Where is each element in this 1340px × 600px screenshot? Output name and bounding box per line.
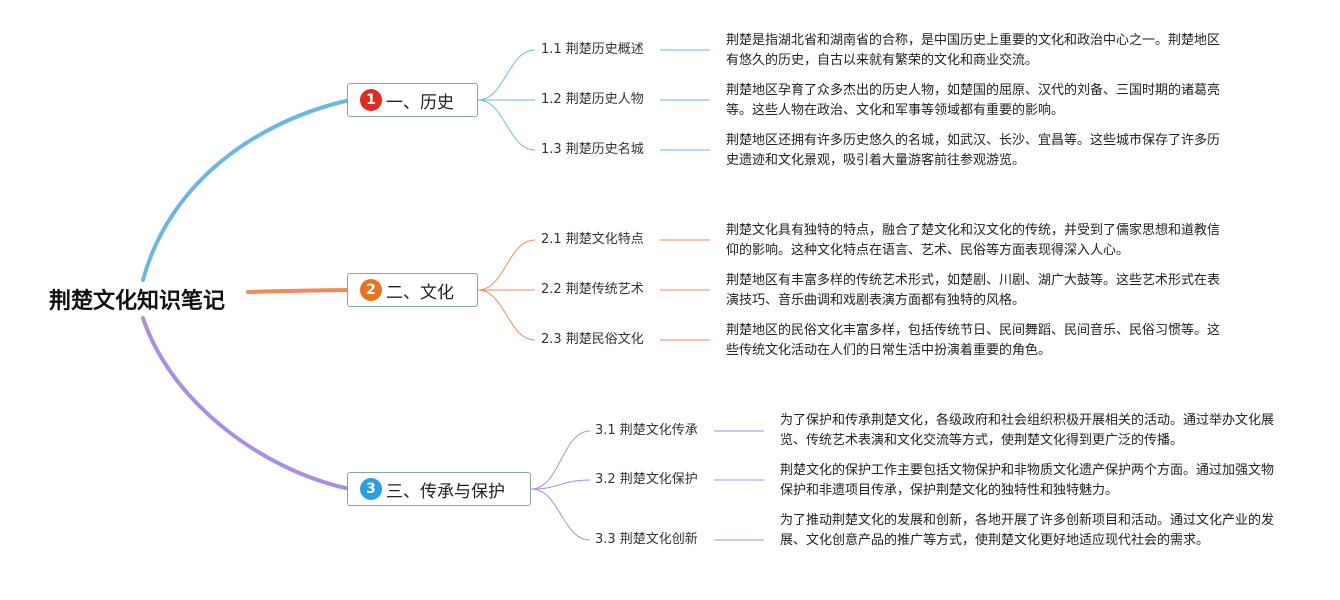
subtopic-1-1[interactable]: 1.1 荆楚历史概述 xyxy=(541,42,644,57)
branch-history[interactable]: 1 一、历史 xyxy=(347,83,478,117)
branch-1-to-topic-3-line xyxy=(477,99,536,151)
branch-2-to-topic-1-line xyxy=(477,239,536,291)
note-1-3[interactable]: 荆楚地区还拥有许多历史悠久的名城，如武汉、长沙、宜昌等。这些城市保存了许多历史遗… xyxy=(726,133,1221,168)
number-badge-1: 1 xyxy=(360,89,382,111)
branch-3-to-topic-2-line xyxy=(530,479,591,490)
root-to-branch-3-line xyxy=(141,316,352,491)
branch-culture[interactable]: 2 二、文化 xyxy=(347,273,478,307)
branch-label: 一、历史 xyxy=(386,92,454,113)
subtopic-1-3[interactable]: 1.3 荆楚历史名城 xyxy=(541,142,644,157)
subtopic-1-2[interactable]: 1.2 荆楚历史人物 xyxy=(541,92,644,107)
root-topic[interactable]: 荆楚文化知识笔记 xyxy=(48,289,225,314)
subtopic-3-3[interactable]: 3.3 荆楚文化创新 xyxy=(595,532,698,547)
branch-2-to-topic-3-line xyxy=(477,289,536,341)
subtopic-3-1[interactable]: 3.1 荆楚文化传承 xyxy=(595,423,698,438)
note-3-1[interactable]: 为了保护和传承荆楚文化，各级政府和社会组织积极开展相关的活动。通过举办文化展览、… xyxy=(780,413,1275,448)
branch-1-to-topic-1-line xyxy=(477,49,536,101)
root-to-branch-1-line xyxy=(141,98,352,282)
branch-3-to-topic-3-line xyxy=(530,488,591,541)
note-2-3[interactable]: 荆楚地区的民俗文化丰富多样，包括传统节日、民间舞蹈、民间音乐、民俗习惯等。这些传… xyxy=(726,323,1221,358)
number-badge-2: 2 xyxy=(360,279,382,301)
subtopic-2-1[interactable]: 2.1 荆楚文化特点 xyxy=(541,232,644,247)
note-1-1[interactable]: 荆楚是指湖北省和湖南省的合称，是中国历史上重要的文化和政治中心之一。荆楚地区有悠… xyxy=(726,33,1221,68)
subtopic-2-2[interactable]: 2.2 荆楚传统艺术 xyxy=(541,282,644,297)
branch-label: 二、文化 xyxy=(386,282,454,303)
note-2-1[interactable]: 荆楚文化具有独特的特点，融合了楚文化和汉文化的传统，并受到了儒家思想和道教信仰的… xyxy=(726,223,1221,258)
subtopic-3-2[interactable]: 3.2 荆楚文化保护 xyxy=(595,472,698,487)
root-to-branch-2-line xyxy=(246,288,352,294)
note-1-2[interactable]: 荆楚地区孕育了众多杰出的历史人物，如楚国的屈原、汉代的刘备、三国时期的诸葛亮等。… xyxy=(726,83,1221,118)
note-2-2[interactable]: 荆楚地区有丰富多样的传统艺术形式，如楚剧、川剧、湖广大鼓等。这些艺术形式在表演技… xyxy=(726,273,1221,308)
note-3-2[interactable]: 荆楚文化的保护工作主要包括文物保护和非物质文化遗产保护两个方面。通过加强文物保护… xyxy=(780,463,1275,498)
branch-label: 三、传承与保护 xyxy=(386,481,505,502)
subtopic-2-3[interactable]: 2.3 荆楚民俗文化 xyxy=(541,332,644,347)
number-badge-3: 3 xyxy=(360,478,382,500)
branch-3-to-topic-1-line xyxy=(530,430,591,490)
branch-inheritance-protection[interactable]: 3 三、传承与保护 xyxy=(347,472,531,506)
note-3-3[interactable]: 为了推动荆楚文化的发展和创新，各地开展了许多创新项目和活动。通过文化产业的发展、… xyxy=(780,513,1275,548)
